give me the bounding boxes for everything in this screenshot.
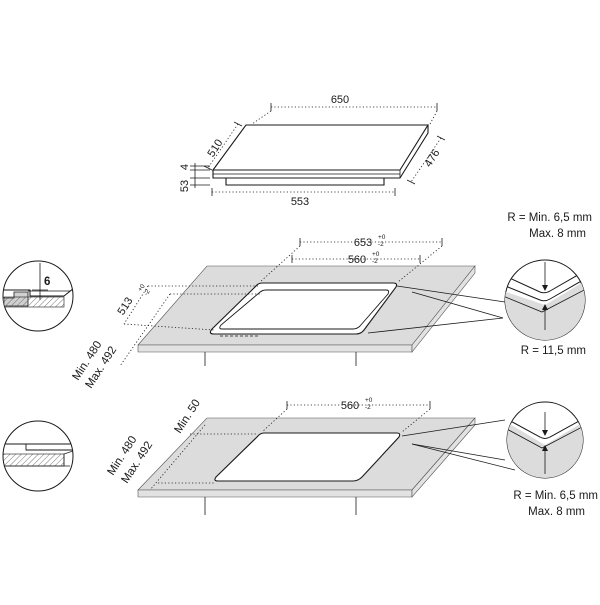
dim-53-label: 53 [179, 180, 191, 192]
corner-b-max: Max. 8 mm [528, 506, 585, 518]
svg-text:-2: -2 [372, 258, 378, 265]
dim-560-b-label: 560 [341, 400, 359, 412]
dim-560-a: 560 +0 -2 [291, 251, 421, 266]
dim-513-label: 513 [115, 295, 135, 317]
dim-653: 653 +0 -2 [259, 234, 443, 283]
cutout-a-inner [219, 289, 390, 330]
svg-text:-2: -2 [365, 404, 371, 411]
dim-height: 4 53 [179, 163, 210, 192]
dim-650: 650 [251, 94, 438, 125]
svg-text:+0: +0 [378, 234, 386, 241]
corner-detail-a: R = Min. 6,5 mm Max. 8 mm R = 11,5 mm [504, 212, 592, 357]
cutout-b-diagram: 560 +0 -2 Min. 480 Max. 492 Min. 50 [105, 397, 516, 515]
svg-text:+0: +0 [365, 397, 373, 404]
cutout-a-outer [209, 282, 398, 335]
hob-top-surface [211, 124, 429, 171]
profile-detail-b [2, 420, 74, 492]
corner-a-outer-r: R = Min. 6,5 mm [507, 212, 592, 224]
dim-650-label: 650 [331, 94, 349, 106]
corner-a-inner-r: R = 11,5 mm [521, 345, 586, 357]
profile-detail-a: 6 [2, 260, 74, 332]
corner-b-r: R = Min. 6,5 mm [513, 490, 598, 502]
cutout-b-hole [214, 432, 401, 482]
dim-4-label: 4 [179, 164, 191, 170]
dim-560-b: 560 +0 -2 [261, 397, 431, 433]
dim-510: 510 [203, 121, 243, 171]
svg-text:+0: +0 [372, 251, 380, 258]
svg-text:-2: -2 [378, 241, 384, 248]
dim-560-a-label: 560 [348, 254, 366, 266]
dim-653-label: 653 [354, 237, 372, 249]
corner-a-outer-max: Max. 8 mm [529, 228, 586, 240]
cutout-a-diagram: 653 +0 -2 560 +0 -2 513 +0 -2 Min. 480 [70, 234, 506, 391]
dim-553: 553 [211, 188, 396, 208]
hob-diagram: 650 510 476 553 [179, 94, 446, 208]
dim-476: 476 [406, 135, 446, 185]
frame-step-label: 6 [44, 276, 50, 288]
dim-553-label: 553 [291, 196, 309, 208]
corner-detail-b: R = Min. 6,5 mm Max. 8 mm [506, 401, 598, 518]
dim-510-label: 510 [205, 137, 225, 159]
dim-476-label: 476 [422, 147, 442, 169]
svg-text:-2: -2 [143, 288, 152, 297]
svg-text:+0: +0 [137, 283, 147, 293]
